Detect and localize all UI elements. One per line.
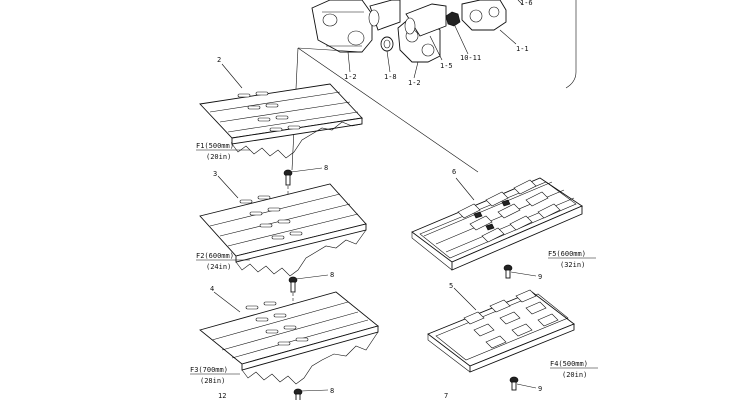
caption-f1-inch: (20in) <box>206 153 231 161</box>
caption-f4: F4(500mm) <box>550 360 588 368</box>
label-shoe-5: 5 <box>449 282 453 290</box>
label-bolt-8-c: 8 <box>330 387 334 395</box>
link-bore <box>347 30 365 46</box>
label-1-5: 1-5 <box>440 62 453 70</box>
label-1-2-left: 1-2 <box>344 73 357 81</box>
bushing-end <box>368 9 380 27</box>
shoe-bolt-8-b <box>288 274 329 293</box>
label-1-2-right: 1-2 <box>408 79 421 87</box>
caption-f5: F5(600mm) <box>548 250 586 258</box>
caption-f1: F1(500mm) <box>196 142 234 150</box>
assembly-bracket <box>565 0 577 89</box>
label-bolt-8-b: 8 <box>330 271 334 279</box>
track-shoe-f2 <box>199 183 367 277</box>
link-bore <box>322 13 338 27</box>
label-bolt-9-a: 9 <box>538 273 542 281</box>
label-1-6: 1-6 <box>520 0 533 7</box>
label-10-11: 10-11 <box>460 54 481 62</box>
track-link-master <box>461 0 507 31</box>
shoe-bolt-9-a <box>503 264 537 279</box>
shoe-bolt-8-c <box>293 388 329 403</box>
track-link-left <box>311 0 373 53</box>
caption-f5-inch: (32in) <box>560 261 585 269</box>
label-shoe-4: 4 <box>210 285 214 293</box>
label-bottom-7: 7 <box>444 392 448 400</box>
label-shoe-2: 2 <box>217 56 221 64</box>
caption-f3-inch: (28in) <box>200 377 225 385</box>
label-1-8: 1-8 <box>384 73 397 81</box>
label-bolt-8-a: 8 <box>324 164 328 172</box>
track-shoe-f1 <box>199 83 363 159</box>
shoe-bolt-8-a <box>283 167 323 186</box>
caption-f3: F3(700mm) <box>190 366 228 374</box>
label-bolt-9-b: 9 <box>538 385 542 393</box>
track-shoe-f5 <box>411 177 583 271</box>
track-link-assembly <box>311 0 577 89</box>
caption-f2-inch: (24in) <box>206 263 231 271</box>
caption-f4-inch: (20in) <box>562 371 587 379</box>
label-shoe-6: 6 <box>452 168 456 176</box>
track-shoe-f4 <box>427 289 575 373</box>
label-shoe-3: 3 <box>213 170 217 178</box>
label-bottom-12: 12 <box>218 392 226 400</box>
shoe-bolt-9-b <box>509 376 537 391</box>
label-1-1: 1-1 <box>516 45 529 53</box>
track-shoe-f3 <box>199 291 379 385</box>
caption-f2: F2(600mm) <box>196 252 234 260</box>
track-nut <box>445 11 461 27</box>
